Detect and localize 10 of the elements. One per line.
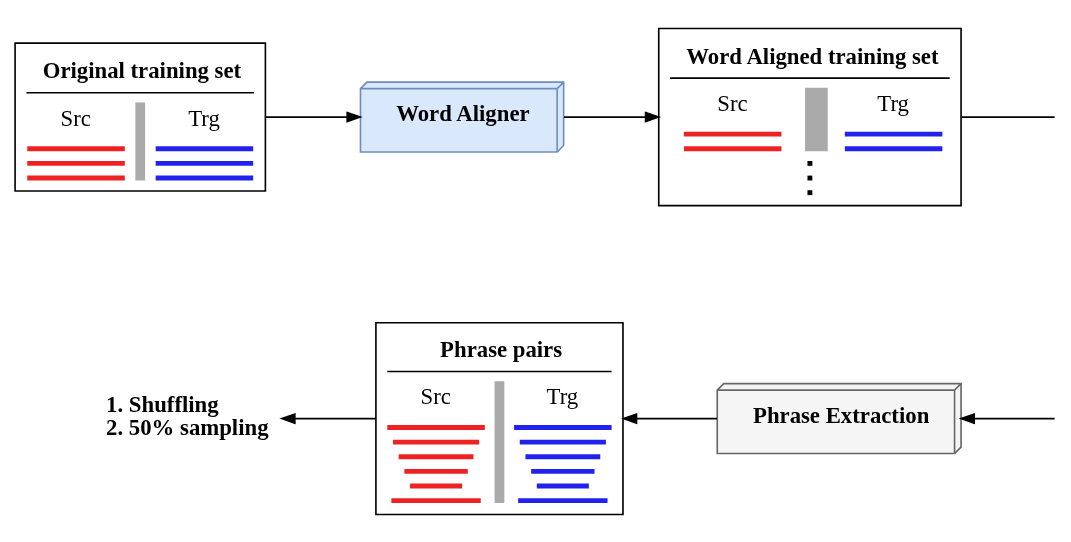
node-text: 1. Shuffling 2. 50% sampling [106, 391, 269, 440]
arrow [958, 412, 1056, 424]
arrow [563, 110, 662, 123]
arrow [265, 110, 363, 123]
arrow [279, 412, 377, 424]
connector [960, 115, 1056, 118]
node-box: Phrase pairs Src Trg [375, 321, 624, 515]
arrow [621, 412, 718, 424]
node-box: Original training set Src Trg [14, 41, 267, 192]
node-box: Word Aligned training set Src Trg [657, 27, 962, 206]
